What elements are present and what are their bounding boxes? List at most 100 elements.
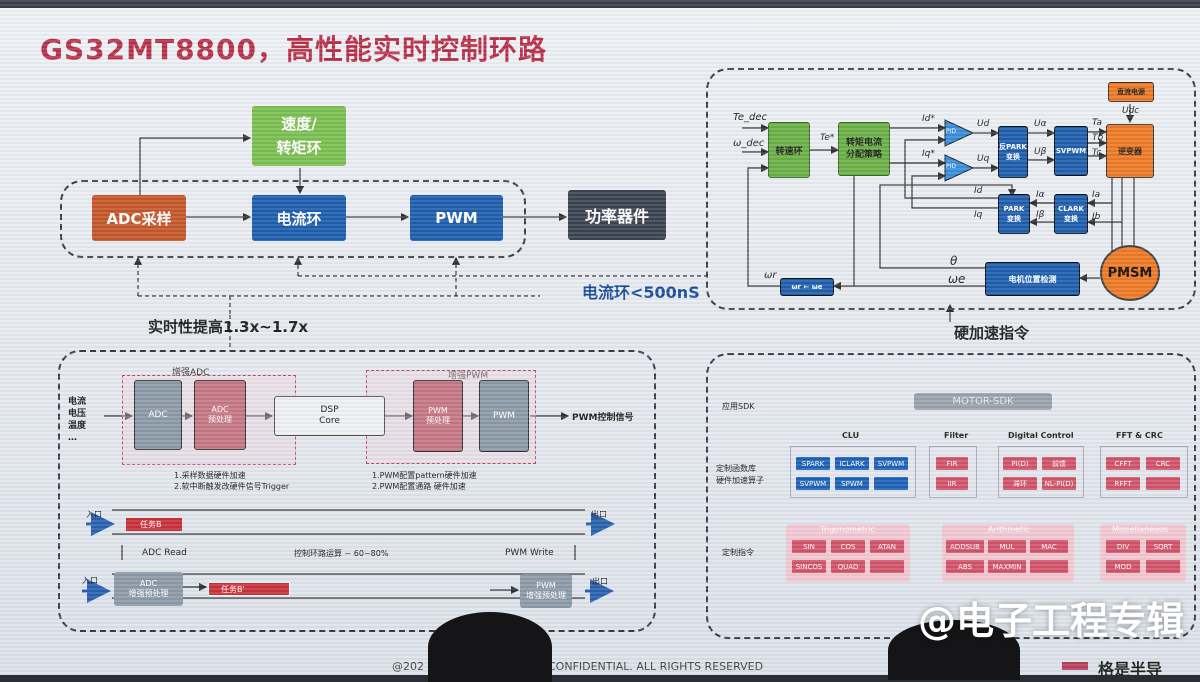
dc-chip-nlpid: NL-PI(D) <box>1042 477 1076 490</box>
omega-e-symbol: ωe <box>948 272 966 286</box>
slide-title: GS32MT8800，高性能实时控制环路 <box>40 33 548 66</box>
pwm-notes: 1.PWM配置pattern硬件加速 2.PWM配置通路 硬件加速 <box>372 470 477 492</box>
power-device-box: 功率器件 <box>568 190 666 240</box>
dc-chip-feedforward: 前馈 <box>1042 457 1076 470</box>
tc-symbol: Tc <box>1092 148 1102 158</box>
ia-symbol: Ia <box>1092 190 1101 200</box>
dc-source-box: 直流电源 <box>1108 82 1154 102</box>
adc-note-1: 1.采样数据硬件加速 <box>174 471 246 480</box>
uq-symbol: Uq <box>977 154 990 164</box>
ctrl-loop-label: 控制环路运算 ~ 60~80% <box>294 549 389 558</box>
pwm-write-label: PWM Write <box>505 548 554 558</box>
trig-chip-sincos: SINCOS <box>792 560 826 573</box>
motor-position-box: 电机位置检测 <box>985 262 1080 296</box>
pipeline-inputs: 电流 电压 温度 … <box>68 396 86 444</box>
adc-notes: 1.采样数据硬件加速 2.软中断触发改硬件信号Trigger <box>174 470 289 492</box>
filter-chip-iir: IIR <box>936 477 968 490</box>
task-b-bar: 任务B <box>126 518 182 531</box>
omega-r-symbol: ωr <box>764 270 777 281</box>
clarke-box: CLARK 变换 <box>1054 194 1088 234</box>
filter-chip-fir: FIR <box>936 457 968 470</box>
digital-control-title: Digital Control <box>1008 431 1074 440</box>
footer-copyright: @202 <box>392 660 424 673</box>
current-loop-time-label: 电流环<500nS <box>582 283 700 302</box>
input-more: … <box>68 433 77 443</box>
digital-control-group <box>998 446 1084 498</box>
pwm-box: PWM <box>410 195 503 241</box>
footer-confidential: CONFIDENTIAL. ALL RIGHTS RESERVED <box>548 660 764 673</box>
fft-chip-crc: CRC <box>1146 457 1180 470</box>
adc-enh-preprocess-box: ADC 增强预处理 <box>114 572 183 606</box>
arith-chip-mac: MAC <box>1030 540 1068 553</box>
id-star-symbol: Id* <box>922 114 935 124</box>
fft-crc-group <box>1100 446 1188 498</box>
inv-park-box: 反PARK 变换 <box>998 126 1028 178</box>
misc-chip-mod: MOD <box>1106 560 1140 573</box>
te-star-symbol: Te* <box>820 133 835 143</box>
filter-title: Filter <box>944 431 969 440</box>
clu-chip-iclark: ICLARK <box>835 457 869 470</box>
arith-chip-addsub: ADDSUB <box>946 540 984 553</box>
ta-symbol: Ta <box>1092 118 1103 128</box>
audience-head-left <box>428 612 552 682</box>
theta-symbol: θ <box>950 254 958 268</box>
pmsm-motor: PMSM <box>1100 245 1160 301</box>
arith-chip-abs: ABS <box>946 560 984 573</box>
adc-note-2: 2.软中断触发改硬件信号Trigger <box>174 482 290 491</box>
pipeline-dashed-frame <box>58 350 656 632</box>
watermark: @电子工程专辑 <box>917 599 1184 643</box>
task-b-prime-bar: 任务B' <box>208 582 290 596</box>
hw-accel-label: 硬加速指令 <box>954 324 1030 342</box>
park-box: PARK 变换 <box>998 194 1030 234</box>
trig-title: Trigonometric <box>820 525 875 534</box>
te-dec-symbol: Te_dec <box>733 112 768 123</box>
ualpha-symbol: Uα <box>1034 119 1047 129</box>
pwm-preprocess-block: PWM 预处理 <box>413 380 463 452</box>
ubeta-symbol: Uβ <box>1034 147 1047 157</box>
w-dec-symbol: ω_dec <box>733 138 765 149</box>
dc-chip-hysteresis: 滞环 <box>1003 477 1037 490</box>
footer-company: 格是半导 <box>1098 660 1163 675</box>
ud-symbol: Ud <box>977 119 990 129</box>
trig-chip-extra <box>870 560 904 573</box>
custom-instr-label: 定制指令 <box>722 548 754 557</box>
speed-torque-loop-box: 速度/ 转矩环 <box>252 106 346 166</box>
enh-adc-label: 增强ADC <box>172 368 210 378</box>
clu-group <box>790 446 916 498</box>
misc-chip-extra <box>1146 560 1180 573</box>
dc-chip-pid: PI(D) <box>1003 457 1037 470</box>
arith-chip-maxmin: MAXMIN <box>988 560 1026 573</box>
trig-chip-sin: SIN <box>792 540 826 553</box>
pwm-output-label: PWM控制信号 <box>572 413 634 423</box>
misc-title: Miscellaneous <box>1112 525 1169 534</box>
entry-label-1: 入口 <box>86 510 102 519</box>
arith-title: Arithmetic <box>988 525 1030 534</box>
filter-group <box>929 446 977 498</box>
ialpha-symbol: Iα <box>1036 190 1045 200</box>
svpwm-box: SVPWM <box>1054 126 1088 176</box>
adc-block: ADC <box>134 380 182 450</box>
arith-chip-mul: MUL <box>988 540 1026 553</box>
torque-strategy-box: 转矩电流 分配策略 <box>838 122 890 176</box>
custom-lib-label: 定制函数库 硬件加速算子 <box>716 464 764 485</box>
adc-read-label: ADC Read <box>142 548 187 558</box>
exit-label-1: 出口 <box>591 510 607 519</box>
trig-chip-atan: ATAN <box>870 540 904 553</box>
clu-chip-spwm: SPWM <box>835 477 869 490</box>
enh-pwm-label: 增强PWM <box>448 371 489 381</box>
input-current: 电流 <box>68 397 87 407</box>
top-bar <box>0 0 1200 8</box>
fft-chip-extra <box>1146 477 1180 490</box>
iq-star-symbol: Iq* <box>922 149 935 159</box>
pid-label-2: PID <box>946 163 957 170</box>
input-temperature: 温度 <box>68 421 87 431</box>
misc-chip-div: DIV <box>1106 540 1140 553</box>
motor-sdk-bar: MOTOR-SDK <box>914 393 1052 410</box>
entry-label-2: 入口 <box>82 576 98 585</box>
footer-logo-mark <box>1062 662 1088 670</box>
adc-preprocess-block: ADC 预处理 <box>194 380 246 450</box>
input-voltage: 电压 <box>68 409 87 419</box>
pwm-enh-preprocess-box: PWM 增强预处理 <box>520 574 572 608</box>
tb-symbol: Tb <box>1092 133 1104 143</box>
fft-chip-cfft: CFFT <box>1106 457 1140 470</box>
